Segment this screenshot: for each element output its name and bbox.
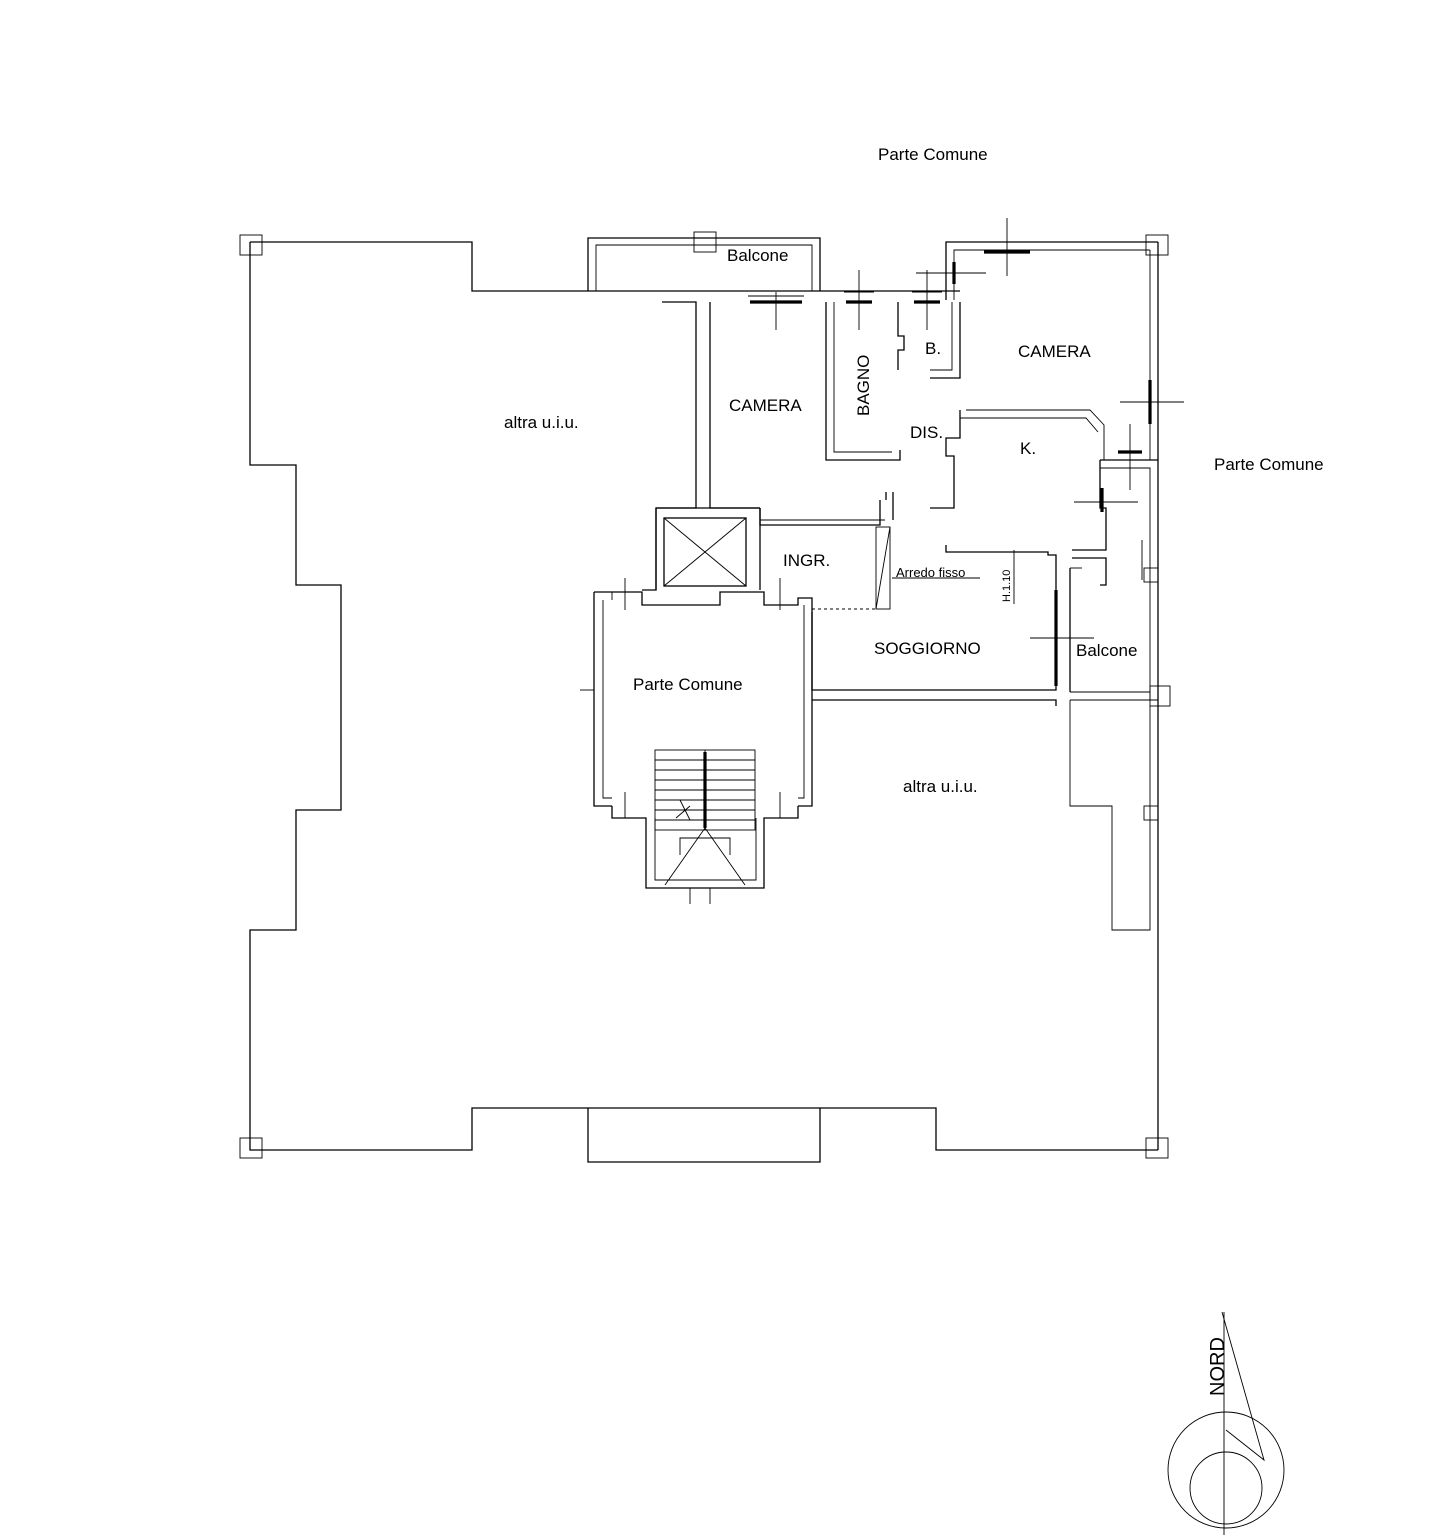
label-camera-right: CAMERA	[1018, 342, 1091, 361]
label-balcone-right: Balcone	[1076, 641, 1137, 660]
label-balcone-top: Balcone	[727, 246, 788, 265]
label-north: NORD	[1207, 1337, 1229, 1396]
stair-core	[580, 507, 813, 904]
label-kitchen: K.	[1020, 439, 1036, 458]
label-bagno: BAGNO	[854, 355, 873, 416]
label-camera-left: CAMERA	[729, 396, 802, 415]
label-altra-uiu-left: altra u.i.u.	[504, 413, 579, 432]
label-arredo-fisso: Arredo fisso	[896, 565, 965, 580]
label-parte-comune-top: Parte Comune	[878, 145, 988, 164]
label-parte-comune-stair: Parte Comune	[633, 675, 743, 694]
label-height-note: H.1.10	[1001, 570, 1013, 602]
label-dis: DIS.	[910, 423, 943, 442]
label-altra-uiu-bottom: altra u.i.u.	[903, 777, 978, 796]
balcony-bottom	[587, 1108, 821, 1163]
label-parte-comune-right: Parte Comune	[1214, 455, 1324, 474]
label-bagno-small: B.	[925, 339, 941, 358]
balcony-top	[587, 231, 821, 291]
building-outline	[239, 234, 1169, 1159]
label-soggiorno: SOGGIORNO	[874, 639, 981, 658]
north-arrow-icon: NORD	[1167, 1311, 1285, 1535]
label-ingr: INGR.	[783, 551, 830, 570]
fixed-furniture	[812, 526, 1015, 610]
